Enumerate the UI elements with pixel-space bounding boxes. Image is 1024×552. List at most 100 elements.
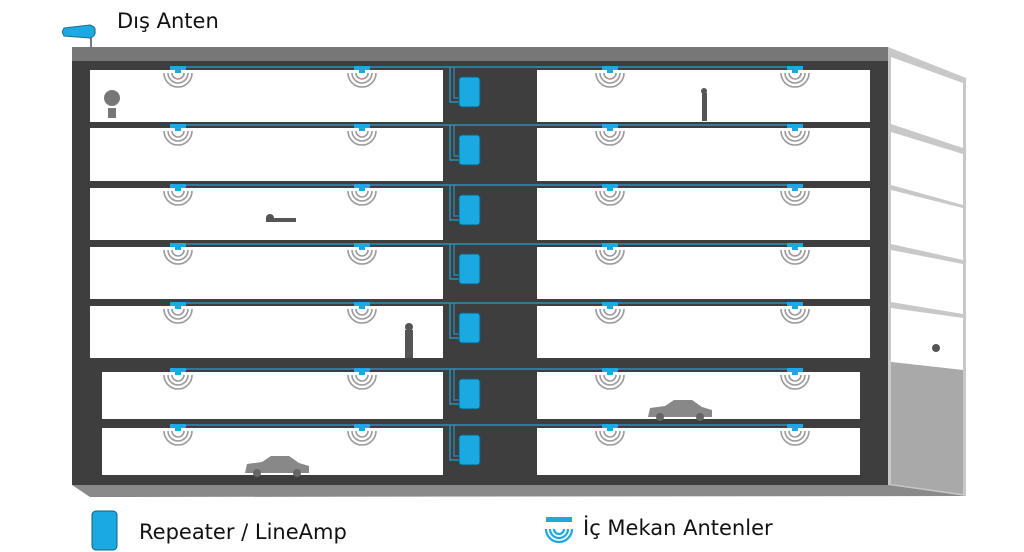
repeater-icon xyxy=(458,378,481,410)
floor xyxy=(90,302,870,358)
side-window xyxy=(891,250,963,314)
indoor-antenna-base xyxy=(792,428,798,431)
floor xyxy=(90,184,870,240)
signal-wave xyxy=(595,72,625,88)
signal-wave xyxy=(355,190,369,198)
signal-wave xyxy=(780,190,810,206)
signal-wave xyxy=(171,308,185,316)
signal-wave xyxy=(355,430,369,438)
indoor-antenna-base xyxy=(792,70,798,73)
indoor-antenna-base xyxy=(607,306,613,309)
signal-wave xyxy=(595,430,625,446)
seated-person-icon xyxy=(932,344,940,352)
side-window xyxy=(891,57,963,148)
indoor-antenna-icon xyxy=(602,302,618,306)
indoor-antenna-icon xyxy=(170,368,186,372)
signal-wave xyxy=(171,72,185,80)
side-lower-wall xyxy=(891,362,963,494)
repeater-icon xyxy=(458,194,481,226)
indoor-antenna-icon xyxy=(602,243,618,247)
signal-wave xyxy=(171,430,185,438)
signal-wave xyxy=(603,249,617,257)
repeater-icon xyxy=(458,434,481,466)
signal-wave xyxy=(351,374,373,386)
cable xyxy=(449,244,459,280)
indoor-antenna-base xyxy=(792,128,798,131)
signal-wave xyxy=(603,430,617,438)
legend-signal-wave xyxy=(548,528,570,540)
building-base xyxy=(72,485,966,497)
legend-signal-wave xyxy=(544,528,574,544)
signal-wave xyxy=(780,374,810,390)
legend-indoor-antenna-icon xyxy=(546,517,572,522)
indoor-antenna-base xyxy=(175,188,181,191)
signal-wave xyxy=(167,249,189,261)
signal-wave xyxy=(167,130,189,142)
indoor-antenna-icon xyxy=(354,66,370,70)
car-icon xyxy=(648,400,712,417)
indoor-antenna-base xyxy=(175,70,181,73)
signal-wave xyxy=(163,190,193,206)
cable xyxy=(453,125,459,157)
room-right xyxy=(537,128,870,181)
indoor-antenna-icon xyxy=(170,66,186,70)
signal-wave xyxy=(171,249,185,257)
signal-wave xyxy=(599,249,621,261)
repeater-icon xyxy=(458,76,481,108)
indoor-antenna-base xyxy=(175,247,181,250)
signal-wave xyxy=(784,308,806,320)
repeater-icon xyxy=(458,253,481,285)
signal-wave xyxy=(784,190,806,202)
signal-wave xyxy=(599,374,621,386)
indoor-antenna-icon xyxy=(787,243,803,247)
signal-wave xyxy=(603,130,617,138)
car-wheel xyxy=(696,413,704,421)
signal-wave xyxy=(355,72,369,80)
signal-wave xyxy=(163,374,193,390)
cable xyxy=(453,67,459,99)
signal-wave xyxy=(784,72,806,84)
signal-wave xyxy=(163,430,193,446)
seated-person-icon xyxy=(266,214,274,222)
indoor-antenna-base xyxy=(175,128,181,131)
signal-wave xyxy=(167,374,189,386)
indoor-antenna-icon xyxy=(354,124,370,128)
indoor-antenna-base xyxy=(359,306,365,309)
indoor-antenna-base xyxy=(607,188,613,191)
indoor-antenna-icon xyxy=(170,243,186,247)
floor xyxy=(102,368,860,419)
signal-wave xyxy=(780,308,810,324)
indoor-antenna-icon xyxy=(787,184,803,188)
signal-wave xyxy=(347,308,377,324)
indoor-antenna-icon xyxy=(170,124,186,128)
signal-wave xyxy=(355,249,369,257)
cable xyxy=(449,303,459,339)
indoor-antenna-base xyxy=(607,247,613,250)
indoor-antenna-base xyxy=(792,247,798,250)
signal-wave xyxy=(163,130,193,146)
indoor-antenna-icon xyxy=(602,66,618,70)
signal-wave xyxy=(351,430,373,442)
indoor-antenna-icon xyxy=(170,424,186,428)
car-icon xyxy=(245,456,309,473)
signal-wave xyxy=(595,374,625,390)
signal-wave xyxy=(171,190,185,198)
floor xyxy=(90,243,870,299)
room-left xyxy=(90,188,443,240)
signal-wave xyxy=(784,430,806,442)
indoor-antenna-icon xyxy=(170,302,186,306)
indoor-antenna-icon xyxy=(354,368,370,372)
signal-wave xyxy=(163,308,193,324)
indoor-antenna-base xyxy=(359,128,365,131)
signal-wave xyxy=(599,130,621,142)
cable xyxy=(449,185,459,221)
floor xyxy=(90,124,870,181)
indoor-antenna-icon xyxy=(602,424,618,428)
signal-wave xyxy=(355,130,369,138)
side-window xyxy=(891,190,963,260)
signal-wave xyxy=(603,190,617,198)
car-wheel xyxy=(656,413,664,421)
cable xyxy=(449,369,459,405)
signal-wave xyxy=(788,430,802,438)
indoor-antenna-icon xyxy=(787,424,803,428)
